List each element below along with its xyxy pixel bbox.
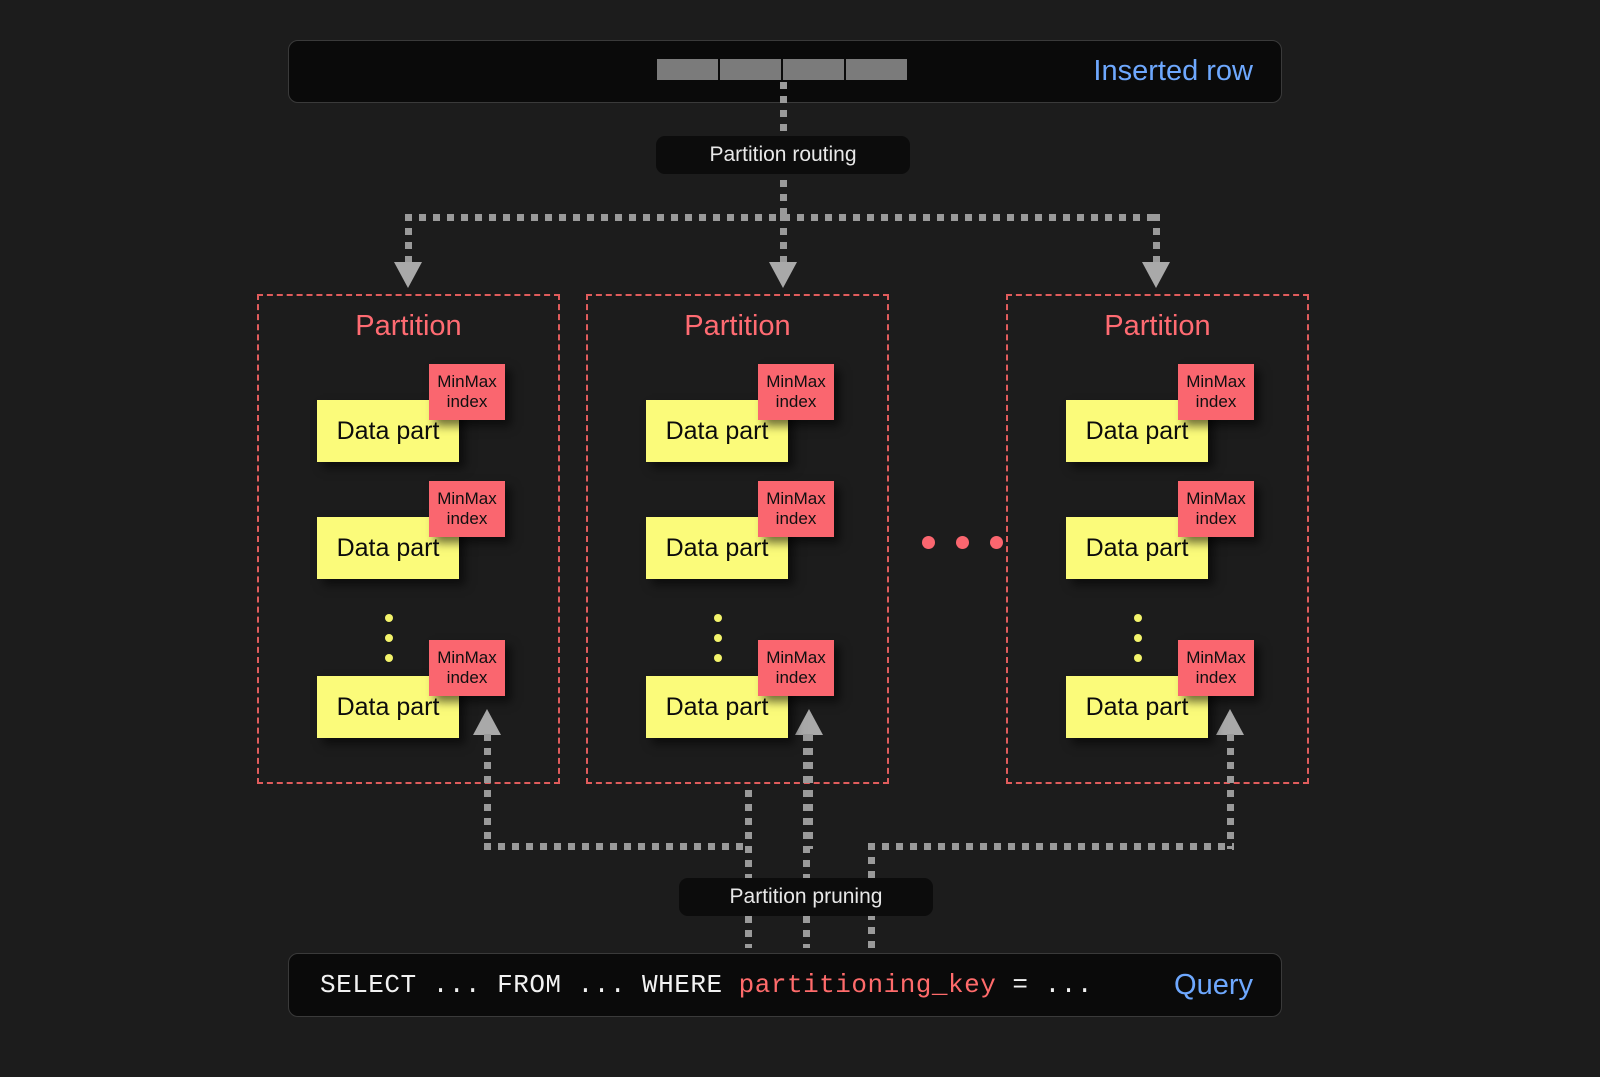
ellipsis-dot — [956, 536, 969, 549]
ellipsis-dot — [1134, 654, 1142, 662]
query-suffix: = ... — [996, 970, 1093, 1000]
row-cell — [657, 59, 718, 80]
partition-title: Partition — [355, 310, 462, 342]
routing-arrow-2 — [769, 262, 797, 288]
ellipsis-dot — [1134, 634, 1142, 642]
pruning-drop-left — [745, 790, 752, 948]
row-cell — [783, 59, 844, 80]
data-part-box: Data part — [646, 517, 788, 579]
minmax-index-line1: MinMax — [1186, 488, 1246, 508]
minmax-index-line2: index — [446, 392, 488, 411]
row-cell — [720, 59, 781, 80]
minmax-index-box: MinMax index — [758, 481, 834, 537]
partition-pruning-label: Partition pruning — [729, 885, 883, 908]
minmax-index-line2: index — [1195, 668, 1237, 687]
minmax-index-box: MinMax index — [1178, 640, 1254, 696]
row-cell — [846, 59, 907, 80]
routing-arrow-3 — [1142, 262, 1170, 288]
minmax-index-line1: MinMax — [766, 647, 826, 667]
minmax-index-line2: index — [1195, 392, 1237, 411]
partition-box-1: Partition MinMax index Data part MinMax … — [257, 294, 560, 784]
partition-routing-box: Partition routing — [656, 136, 910, 174]
query-prefix: SELECT ... FROM ... WHERE — [320, 970, 739, 1000]
minmax-index-box: MinMax index — [758, 640, 834, 696]
minmax-index-line1: MinMax — [1186, 647, 1246, 667]
minmax-index-line1: MinMax — [766, 488, 826, 508]
ellipsis-dot — [990, 536, 1003, 549]
pruning-leg-1 — [484, 734, 491, 849]
minmax-index-line1: MinMax — [766, 371, 826, 391]
minmax-index-line1: MinMax — [437, 647, 497, 667]
minmax-index-box: MinMax index — [758, 364, 834, 420]
minmax-index-box: MinMax index — [429, 481, 505, 537]
ellipsis-dot — [714, 634, 722, 642]
partition-routing-label: Partition routing — [709, 143, 857, 166]
minmax-index-line2: index — [775, 668, 817, 687]
partition-box-3: Partition MinMax index Data part MinMax … — [1006, 294, 1309, 784]
vertical-ellipsis — [385, 614, 393, 662]
query-statement: SELECT ... FROM ... WHERE partitioning_k… — [320, 970, 1093, 1000]
inserted-row-label: Inserted row — [1093, 55, 1253, 87]
minmax-index-line1: MinMax — [1186, 371, 1246, 391]
vertical-ellipsis — [714, 614, 722, 662]
partition-box-2: Partition MinMax index Data part MinMax … — [586, 294, 889, 784]
pruning-leg-3 — [1227, 734, 1234, 849]
partition-title: Partition — [684, 310, 791, 342]
routing-leg-1 — [405, 214, 412, 266]
routing-leg-2 — [780, 214, 787, 266]
query-label: Query — [1174, 968, 1253, 1001]
pruning-bus-right — [868, 843, 1234, 850]
ellipsis-dot — [714, 654, 722, 662]
partition-title: Partition — [1104, 310, 1211, 342]
vertical-ellipsis — [1134, 614, 1142, 662]
pruning-arrow-3 — [1216, 709, 1244, 735]
query-bar: Query — [288, 953, 1282, 1017]
ellipsis-dot — [922, 536, 935, 549]
partition-pruning-box: Partition pruning — [679, 878, 933, 916]
ellipsis-dot — [1134, 614, 1142, 622]
minmax-index-box: MinMax index — [429, 364, 505, 420]
query-partitioning-key: partitioning_key — [738, 970, 997, 1000]
minmax-index-box: MinMax index — [1178, 481, 1254, 537]
routing-leg-3 — [1153, 214, 1160, 266]
minmax-index-box: MinMax index — [1178, 364, 1254, 420]
minmax-index-line2: index — [446, 668, 488, 687]
minmax-index-line2: index — [446, 509, 488, 528]
ellipsis-dot — [385, 614, 393, 622]
minmax-index-line2: index — [1195, 509, 1237, 528]
ellipsis-dot — [385, 654, 393, 662]
ellipsis-dot — [385, 634, 393, 642]
inserted-row-cells — [657, 59, 907, 80]
minmax-index-line1: MinMax — [437, 488, 497, 508]
minmax-index-line2: index — [775, 509, 817, 528]
ellipsis-dot — [714, 614, 722, 622]
minmax-index-line1: MinMax — [437, 371, 497, 391]
pruning-drop-center — [803, 734, 810, 948]
minmax-index-line2: index — [775, 392, 817, 411]
routing-arrow-1 — [394, 262, 422, 288]
pruning-arrow-1 — [473, 709, 501, 735]
pruning-bus-left — [484, 843, 746, 850]
partitions-ellipsis — [922, 536, 1003, 549]
pruning-arrow-2 — [795, 709, 823, 735]
minmax-index-box: MinMax index — [429, 640, 505, 696]
